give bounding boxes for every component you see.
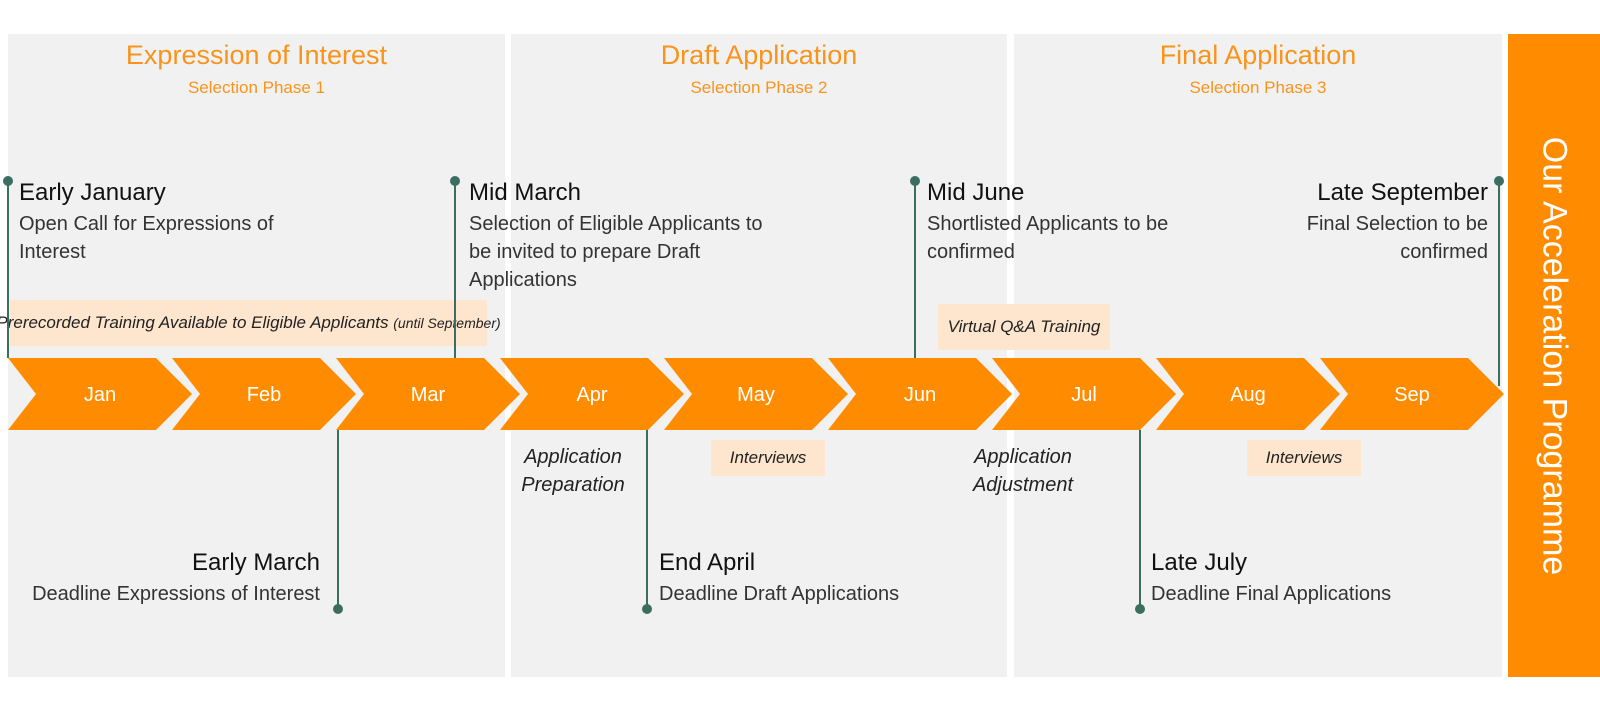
interviews-tag-1: Interviews xyxy=(711,440,825,476)
milestone-title: Early March xyxy=(191,549,320,576)
prerecorded-training-tag: Prerecorded Training Available to Eligib… xyxy=(0,300,501,346)
month-arrow-aug xyxy=(1156,358,1340,430)
milestone-description: Open Call for Expressions of Interest xyxy=(19,213,274,263)
milestone-early-january: Early January Open Call for Expressions … xyxy=(19,179,279,266)
month-arrow-sep xyxy=(1320,358,1504,430)
milestone-title: Early January xyxy=(19,179,166,206)
month-label: Sep xyxy=(1394,384,1430,406)
phase-title: Final Application xyxy=(1159,40,1357,70)
month-label: Feb xyxy=(247,384,281,406)
interviews-tag-2: Interviews xyxy=(1247,440,1361,476)
phase-panel-3: Final Application Selection Phase 3 xyxy=(1014,34,1502,677)
month-label: Mar xyxy=(411,384,446,406)
programme-sidebar: Our Acceleration Programme xyxy=(1508,34,1600,677)
month-label: Jan xyxy=(84,384,116,406)
milestone-description: Deadline Final Applications xyxy=(1151,583,1392,605)
milestone-dot xyxy=(642,604,652,614)
month-label: Aug xyxy=(1230,384,1266,406)
connector-line xyxy=(646,430,648,608)
month-arrow-jan xyxy=(8,358,192,430)
month-arrow-feb xyxy=(172,358,356,430)
month-arrow-apr xyxy=(500,358,684,430)
milestone-dot xyxy=(1494,176,1504,186)
milestone-description: Deadline Expressions of Interest xyxy=(32,583,320,605)
connector-line xyxy=(1139,430,1141,608)
milestone-title: Late September xyxy=(1317,179,1488,206)
milestone-description: Deadline Draft Applications xyxy=(659,583,900,605)
milestone-description: Selection of Eligible Applicants to be i… xyxy=(469,213,763,291)
connector-line xyxy=(337,430,339,608)
milestone-description: Shortlisted Applicants to be confirmed xyxy=(927,213,1169,263)
month-label: Jun xyxy=(904,384,936,406)
application-preparation-note: Application Preparation xyxy=(521,446,625,496)
phase-subtitle: Selection Phase 2 xyxy=(690,78,828,97)
prerecorded-training-suffix: (until September) xyxy=(393,315,501,331)
month-arrow-jun xyxy=(828,358,1012,430)
milestone-title: Mid March xyxy=(469,179,582,206)
phase-subtitle: Selection Phase 1 xyxy=(187,78,326,97)
virtual-qa-training-label: Virtual Q&A Training xyxy=(947,317,1101,336)
application-adjustment-note: Application Adjustment xyxy=(972,446,1074,496)
phase-panel-1: Expression of Interest Selection Phase 1 xyxy=(8,34,505,677)
phase-subtitle: Selection Phase 3 xyxy=(1189,78,1327,97)
connector-line xyxy=(7,180,9,358)
month-label: May xyxy=(737,384,775,406)
month-arrow-mar xyxy=(336,358,520,430)
milestone-title: Late July xyxy=(1151,549,1248,576)
milestone-dot xyxy=(3,176,13,186)
milestone-dot xyxy=(333,604,343,614)
milestone-title: Mid June xyxy=(927,179,1025,206)
milestone-dot xyxy=(910,176,920,186)
milestone-early-march: Early March Deadline Expressions of Inte… xyxy=(20,549,320,608)
month-label: Apr xyxy=(576,384,607,406)
phase-title: Draft Application xyxy=(660,40,858,70)
prerecorded-training-label: Prerecorded Training Available to Eligib… xyxy=(0,313,389,332)
virtual-qa-training-tag: Virtual Q&A Training xyxy=(938,304,1110,350)
connector-line xyxy=(1498,180,1500,386)
milestone-dot xyxy=(1135,604,1145,614)
connector-line xyxy=(914,180,916,358)
milestone-dot xyxy=(450,176,460,186)
milestone-end-april: End April Deadline Draft Applications xyxy=(659,549,979,608)
interviews-label: Interviews xyxy=(729,448,807,467)
connector-line xyxy=(454,180,456,358)
milestone-description: Final Selection to be confirmed xyxy=(1306,213,1488,263)
phase-title: Expression of Interest xyxy=(125,40,388,70)
milestone-title: End April xyxy=(659,549,756,576)
milestone-mid-march: Mid March Selection of Eligible Applican… xyxy=(469,179,789,294)
phase-panel-2: Draft Application Selection Phase 2 xyxy=(511,34,1007,677)
interviews-label: Interviews xyxy=(1265,448,1343,467)
month-arrow-jul xyxy=(992,358,1176,430)
month-label: Jul xyxy=(1071,384,1097,406)
month-arrow-may xyxy=(664,358,848,430)
milestone-late-july: Late July Deadline Final Applications xyxy=(1151,549,1481,608)
milestone-mid-june: Mid June Shortlisted Applicants to be co… xyxy=(927,179,1177,266)
milestone-late-september: Late September Final Selection to be con… xyxy=(1288,179,1488,266)
